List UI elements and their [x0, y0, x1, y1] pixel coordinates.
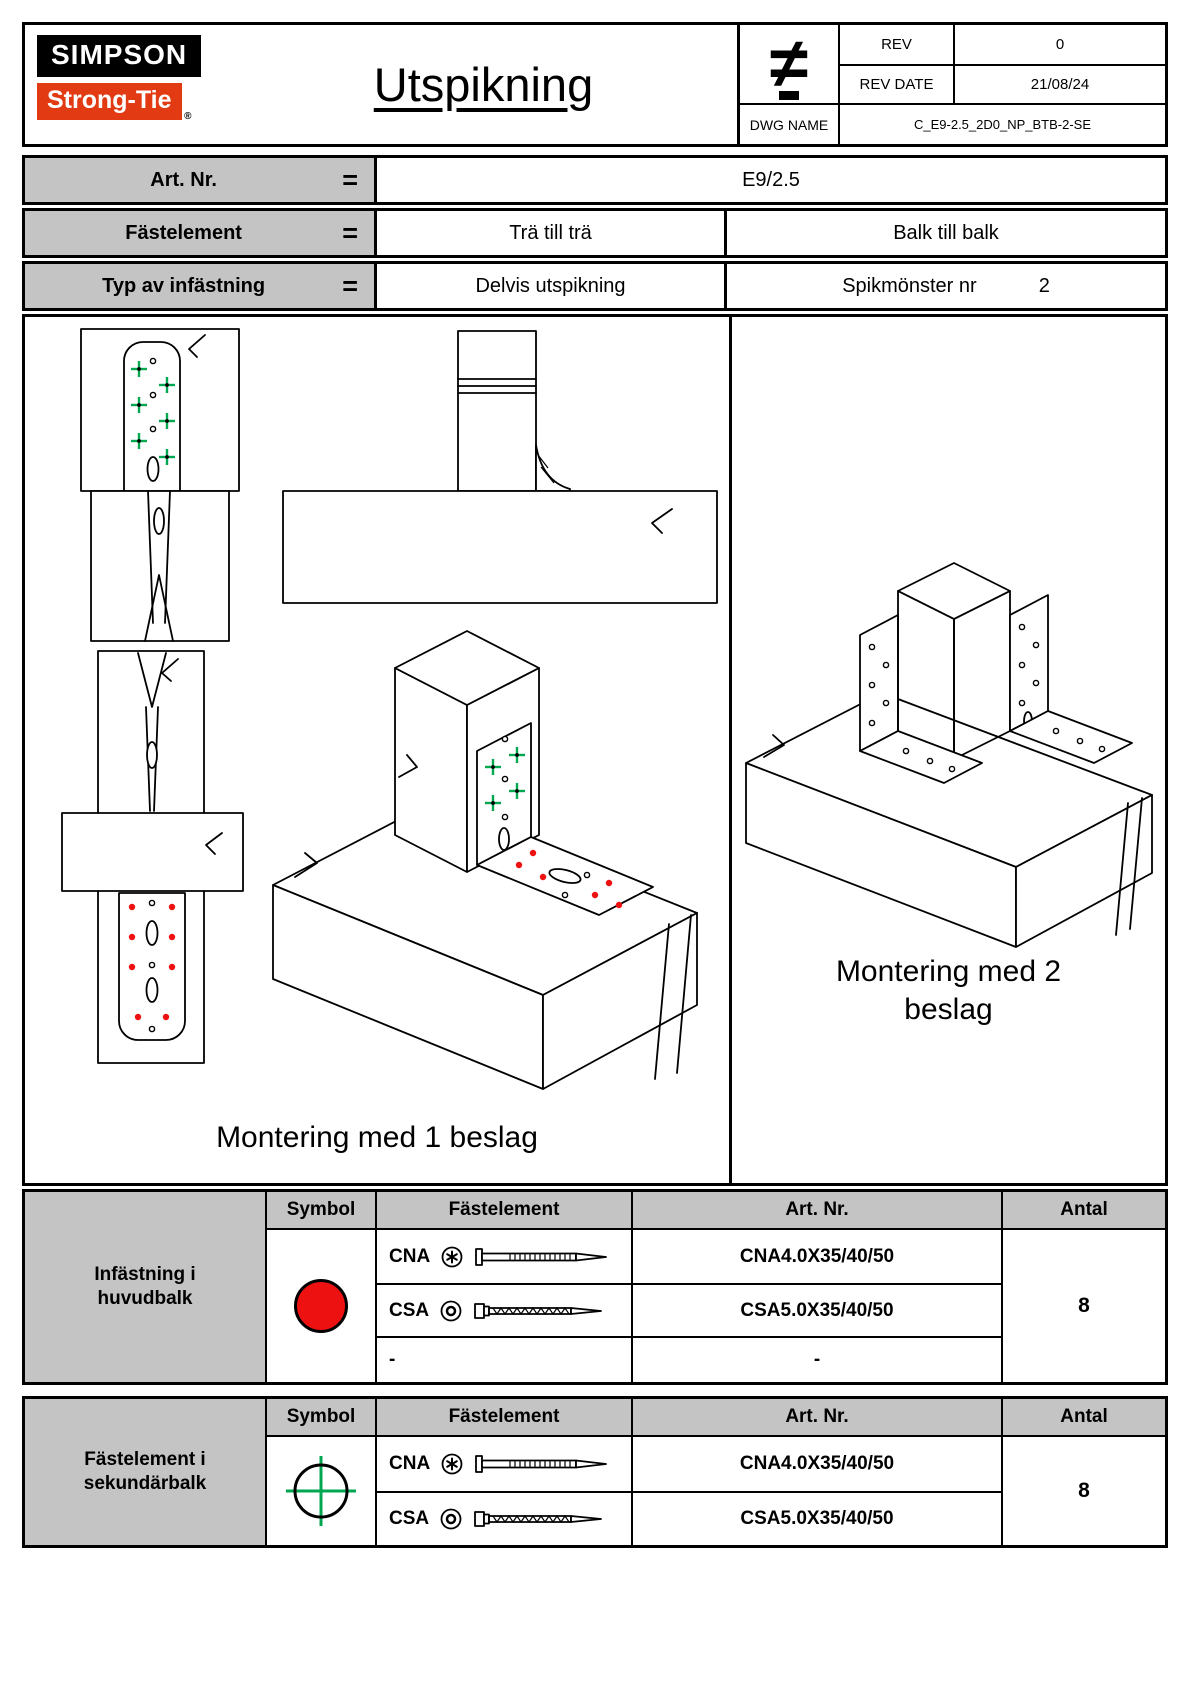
- equals-sign: =: [342, 217, 358, 248]
- title-area: Utspikning: [230, 25, 737, 144]
- dwg-name-value: C_E9-2.5_2D0_NP_BTB-2-SE: [838, 103, 1165, 144]
- fastener-name: -: [389, 1349, 396, 1370]
- symbol-block: [779, 91, 799, 101]
- fastener-row-dash: -: [375, 1336, 631, 1382]
- not-equal-symbol-icon: ≠: [740, 25, 838, 104]
- logo-strongtie: Strong-Tie ®: [37, 83, 192, 122]
- nail-pattern-number: 2: [1038, 274, 1050, 297]
- iso-view-two-brackets-drawing: [745, 562, 1153, 948]
- header-fastener: Fästelement: [375, 1399, 631, 1437]
- side-view-joint-drawing: [282, 330, 718, 604]
- simpson-strongtie-logo: SIMPSON Strong-Tie ®: [25, 25, 230, 144]
- nail-pattern-label: Spikmönster nr: [842, 274, 977, 297]
- quantity-value: 8: [1001, 1437, 1165, 1545]
- spec-label: Fästelement: [125, 221, 242, 244]
- red-dot-symbol-icon: [265, 1230, 375, 1382]
- dwg-name-label: DWG NAME: [740, 103, 838, 144]
- spec-row-artnr: Art. Nr. = E9/2.5: [22, 155, 1168, 205]
- header-artnr: Art. Nr.: [631, 1192, 1001, 1230]
- front-view-main-beam-drawing: [61, 650, 244, 1064]
- fastener-row-csa: CSA: [375, 1283, 631, 1336]
- round-drive-icon: [440, 1508, 462, 1530]
- spec-label: Typ av infästning: [102, 274, 266, 297]
- rev-label: REV: [838, 25, 953, 65]
- attachment-type-value: Delvis utspikning: [377, 264, 727, 308]
- header-qty: Antal: [1001, 1399, 1165, 1437]
- fastener-name: CSA: [389, 1508, 430, 1529]
- rev-date-label: REV DATE: [838, 64, 953, 104]
- spec-row-fastener: Fästelement = Trä till trä Balk till bal…: [22, 208, 1168, 258]
- fastener-row-csa: CSA: [375, 1491, 631, 1545]
- spec-label-cell: Fästelement =: [25, 211, 377, 255]
- page-title: Utspikning: [373, 58, 594, 111]
- fastener-name: CSA: [389, 1299, 430, 1321]
- title-block: ≠ REV 0 REV DATE 21/08/24 DWG NAME C_E9-…: [737, 25, 1165, 144]
- registered-mark: ®: [184, 111, 192, 122]
- header-symbol: Symbol: [265, 1192, 375, 1230]
- logo-simpson: SIMPSON: [37, 35, 202, 77]
- fastener-table-secondary-beam: Fästelement i sekundärbalk Symbol Fästel…: [22, 1396, 1168, 1548]
- header-fastener: Fästelement: [375, 1192, 631, 1230]
- sheet-header: SIMPSON Strong-Tie ® Utspikning ≠ REV 0 …: [22, 22, 1168, 147]
- round-drive-icon: [440, 1300, 462, 1321]
- spec-label-cell: Art. Nr. =: [25, 158, 377, 202]
- fastener-left-value: Trä till trä: [377, 211, 727, 255]
- one-bracket-pane: Montering med 1 beslag: [25, 317, 732, 1183]
- ring-shank-nail-icon: [475, 1455, 608, 1473]
- fastener-name: CNA: [389, 1453, 431, 1474]
- quantity-value: 8: [1001, 1230, 1165, 1382]
- artnr-cna: CNA4.0X35/40/50: [631, 1230, 1001, 1283]
- fastener-table-main-beam: Infästning i huvudbalk Symbol Fästelemen…: [22, 1189, 1168, 1385]
- spec-label: Art. Nr.: [150, 168, 217, 191]
- green-crosshair-symbol-icon: [265, 1437, 375, 1545]
- header-qty: Antal: [1001, 1192, 1165, 1230]
- fastener-right-value: Balk till balk: [893, 221, 999, 244]
- wood-screw-icon: [474, 1302, 603, 1319]
- rev-value: 0: [953, 25, 1165, 65]
- fastener-name: CNA: [389, 1245, 431, 1267]
- spec-row-attachment-type: Typ av infästning = Delvis utspikning Sp…: [22, 261, 1168, 311]
- fastener-row-cna: CNA: [375, 1437, 631, 1491]
- table-row-label: Fästelement i sekundärbalk: [25, 1399, 265, 1545]
- artnr-dash: -: [631, 1336, 1001, 1382]
- front-view-secondary-beam-drawing: [80, 328, 240, 642]
- rev-date-value: 21/08/24: [953, 64, 1165, 104]
- drawing-area: Montering med 1 beslag: [22, 314, 1168, 1186]
- header-symbol: Symbol: [265, 1399, 375, 1437]
- torx-drive-icon: [441, 1453, 463, 1475]
- spec-label-cell: Typ av infästning =: [25, 264, 377, 308]
- logo-strongtie-text: Strong-Tie: [47, 86, 172, 114]
- equals-sign: =: [342, 270, 358, 301]
- two-bracket-pane: Montering med 2 beslag: [732, 317, 1165, 1183]
- artnr-csa: CSA5.0X35/40/50: [631, 1283, 1001, 1336]
- nail-pattern-cell: Spikmönster nr 2: [727, 264, 1165, 308]
- ring-shank-nail-icon: [475, 1247, 608, 1266]
- artnr-cna: CNA4.0X35/40/50: [631, 1437, 1001, 1491]
- wood-screw-icon: [474, 1511, 603, 1527]
- torx-drive-icon: [441, 1246, 463, 1267]
- artnr-value: E9/2.5: [742, 168, 800, 191]
- equals-sign: =: [342, 164, 358, 195]
- artnr-csa: CSA5.0X35/40/50: [631, 1491, 1001, 1545]
- header-artnr: Art. Nr.: [631, 1399, 1001, 1437]
- caption-one-bracket: Montering med 1 beslag: [216, 1121, 538, 1154]
- iso-view-one-bracket-drawing: [272, 630, 698, 1090]
- fastener-row-cna: CNA: [375, 1230, 631, 1283]
- table-row-label: Infästning i huvudbalk: [25, 1192, 265, 1382]
- caption-two-brackets: Montering med 2 beslag: [835, 955, 1062, 1026]
